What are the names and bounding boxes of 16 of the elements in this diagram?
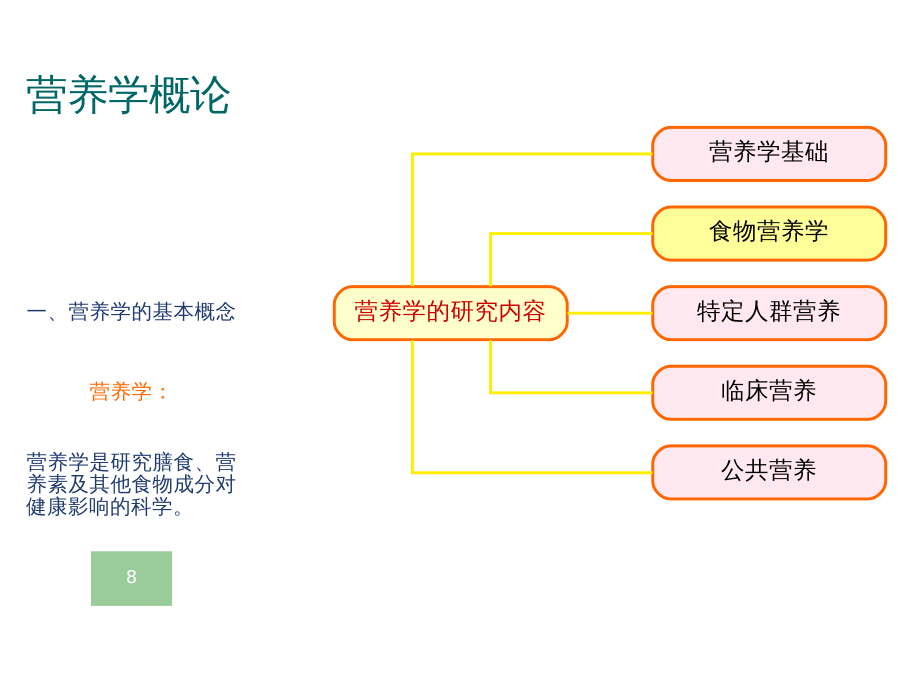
node-box: 特定人群营养 xyxy=(651,285,888,342)
node-box: 公共营养 xyxy=(651,444,888,500)
label: 营养学是研究膳食、营养素及其他食物成分对健康影响的科学。 xyxy=(26,450,237,518)
connector xyxy=(410,152,652,286)
node-box: 临床营养 xyxy=(651,364,888,421)
connector xyxy=(568,312,652,315)
label: 营养学： xyxy=(90,379,174,404)
label: 一、营养学的基本概念 xyxy=(26,300,237,324)
connector xyxy=(489,232,653,286)
node-box: 营养学的研究内容 xyxy=(332,285,569,342)
node-box: 营养学基础 xyxy=(651,126,888,182)
label: 8 xyxy=(126,568,138,588)
connector xyxy=(489,340,653,394)
node-box: 食物营养学 xyxy=(651,206,888,262)
connector xyxy=(410,340,652,474)
diagram-title: 营养学概论 xyxy=(26,70,232,119)
